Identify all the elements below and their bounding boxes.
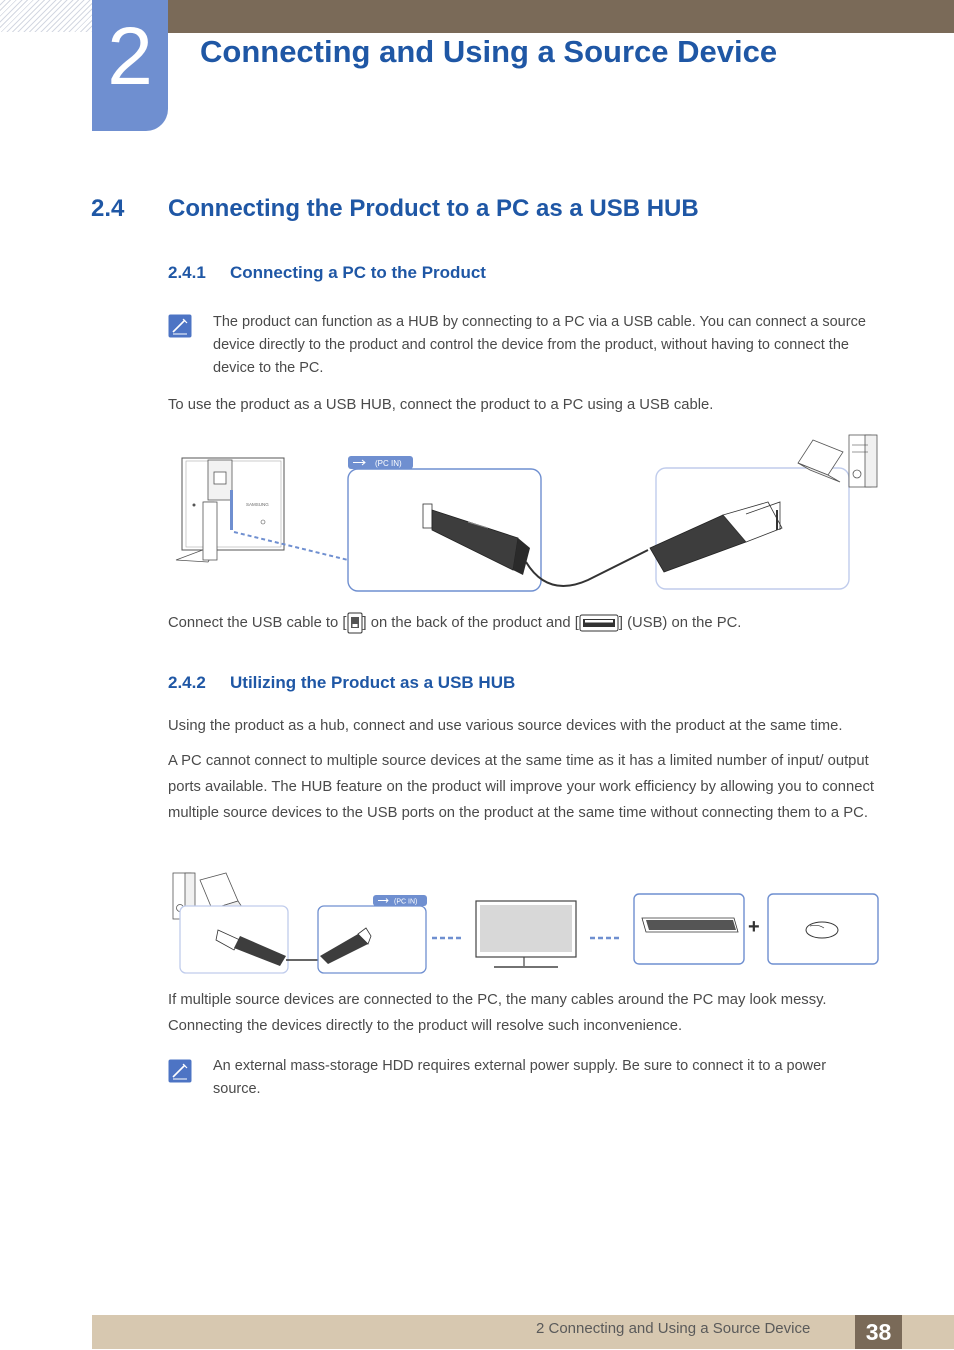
hdd-note-text: An external mass-storage HDD requires ex… xyxy=(213,1058,827,1097)
chapter-number-block xyxy=(92,0,168,131)
caption-part-3: ] (USB) on the PC. xyxy=(618,615,742,631)
note-pencil-icon xyxy=(168,1059,192,1083)
caption-part-1: Connect the USB cable to [ xyxy=(168,615,347,631)
intro-paragraph: To use the product as a USB HUB, connect… xyxy=(168,397,714,413)
usb-connection-figure: SAMSUNG (PC IN) xyxy=(175,434,878,592)
page-number-box xyxy=(855,1315,902,1349)
usb-a-plug-illustration xyxy=(649,501,783,573)
monitor-front-illustration xyxy=(475,900,577,968)
note-text: The product can function as a HUB by con… xyxy=(213,314,866,376)
chapter-number: 2 xyxy=(107,11,153,102)
monitor-back-illustration xyxy=(175,457,285,563)
subsection-title: Connecting a PC to the Product xyxy=(230,263,486,282)
pc-illustration xyxy=(797,434,878,488)
hub-paragraph-3: If multiple source devices are connected… xyxy=(168,992,827,1034)
mouse-illustration xyxy=(805,921,839,939)
chapter-title: Connecting and Using a Source Device xyxy=(200,34,778,69)
usb-hub-figure: (PC IN) + xyxy=(172,872,879,974)
header-bar xyxy=(168,0,954,33)
usb-symbol-icon xyxy=(353,459,366,466)
page-number: 38 xyxy=(865,1319,892,1345)
keyboard-illustration xyxy=(641,917,739,933)
section-title: Connecting the Product to a PC as a USB … xyxy=(168,195,699,222)
footer-chapter-text: 2 Connecting and Using a Source Device xyxy=(536,1320,811,1337)
usb-b-plug-illustration xyxy=(422,503,530,575)
subsection2-title: Utilizing the Product as a USB HUB xyxy=(230,673,516,692)
section-number: 2.4 xyxy=(91,195,125,222)
plus-icon: + xyxy=(748,916,760,938)
usb-a-port-icon xyxy=(579,614,619,632)
usb-b-plug-illustration xyxy=(320,927,372,964)
usb-b-port-icon xyxy=(347,612,362,634)
header-hatch-decoration xyxy=(0,0,92,32)
note-pencil-icon xyxy=(168,314,192,338)
subsection2-number: 2.4.2 xyxy=(168,673,206,692)
hub-paragraph-1: Using the product as a hub, connect and … xyxy=(168,718,843,734)
usb-a-plug-illustration xyxy=(215,929,286,966)
monitor-brand-label: SAMSUNG xyxy=(246,502,269,507)
footer-bar xyxy=(92,1315,954,1349)
caption-part-2: ] on the back of the product and [ xyxy=(362,615,579,631)
hub-paragraph-2: A PC cannot connect to multiple source d… xyxy=(168,753,874,821)
usb-symbol-icon xyxy=(378,898,389,903)
pc-in-label: (PC IN) xyxy=(394,899,417,906)
connection-caption: Connect the USB cable to [ ] on the back … xyxy=(168,610,741,636)
subsection-number: 2.4.1 xyxy=(168,263,206,282)
pc-in-label: (PC IN) xyxy=(375,459,402,468)
